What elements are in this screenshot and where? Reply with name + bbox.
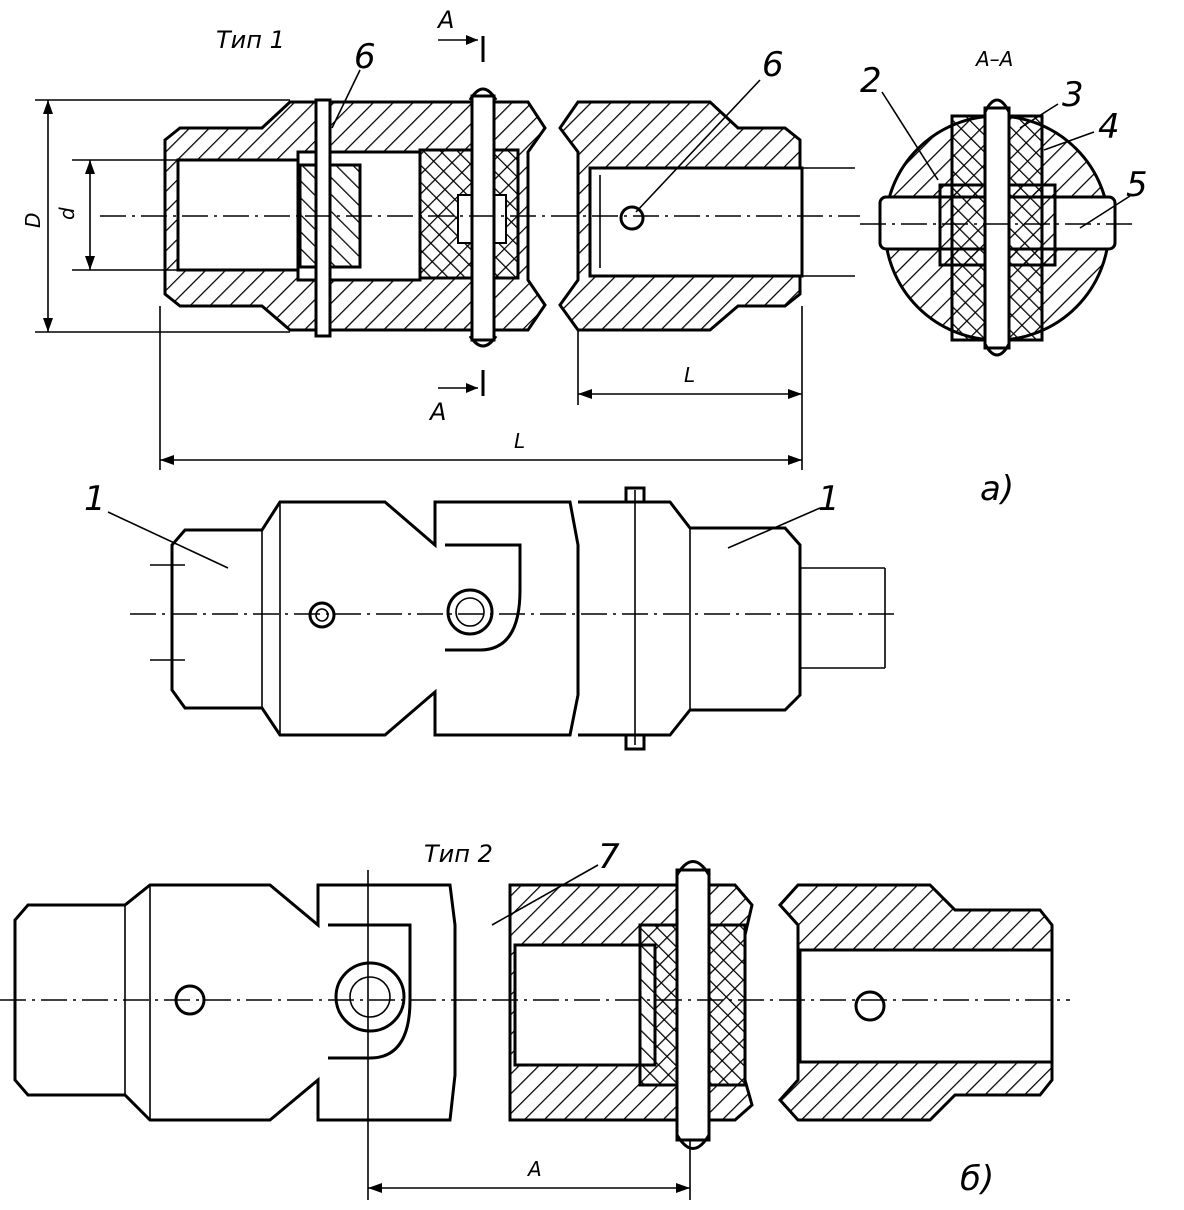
pin-head-top [468,87,498,101]
section-a-a: А–А 2 3 4 5 а) [860,47,1148,509]
pin-vertical [470,94,496,342]
pin-head-bottom [468,335,498,348]
section-title: А–А [974,47,1013,71]
dim-d: d [55,207,79,220]
callout-6-left: 6 [354,37,376,77]
left-bore [176,158,300,272]
callout-4: 4 [1098,107,1120,147]
callout-6-right: 6 [762,45,784,85]
pin-hole-6-right [619,205,645,231]
callout-2: 2 [860,61,882,101]
callout-3: 3 [1062,75,1084,115]
view-a-label: а) [980,469,1014,509]
type2-view: А Тип 2 7 б) [0,837,1070,1200]
section-mark-top: А [436,6,454,34]
dim-D: D [21,213,45,228]
section-mark-bottom: А [428,398,446,426]
type1-label: Тип 1 [216,26,285,54]
view-b-label: б) [960,1159,994,1199]
right-bore [588,166,804,278]
callout-5: 5 [1126,165,1148,205]
type1-sectional-view: А А Тип 1 D d L L 6 6 [21,6,860,470]
dim-L-long: L [514,429,525,453]
dim-L-short: L [684,363,695,387]
callout-1-right: 1 [818,479,840,519]
callout-7: 7 [598,837,620,877]
callout-1-left: 1 [84,479,106,519]
type2-label: Тип 2 [424,840,493,868]
type1-exterior-view: 1 1 [84,479,895,751]
pin-6-left [314,98,332,338]
dim-A: А [526,1157,542,1181]
